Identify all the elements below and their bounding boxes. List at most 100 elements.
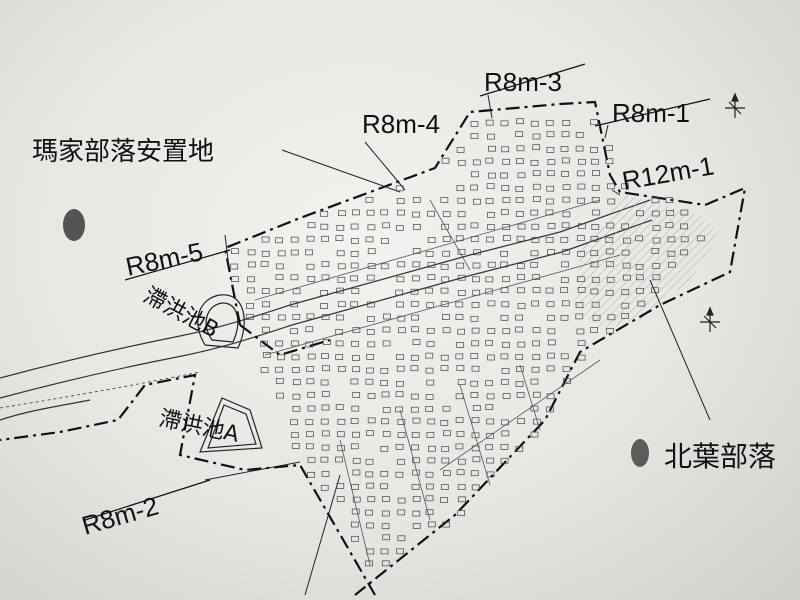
house-lot bbox=[231, 248, 239, 254]
house-lot bbox=[546, 393, 555, 400]
house-lot bbox=[365, 196, 374, 203]
house-lot bbox=[622, 262, 631, 269]
house-lot bbox=[665, 197, 674, 203]
house-lot bbox=[470, 353, 479, 359]
house-lot bbox=[562, 248, 571, 255]
house-lot bbox=[457, 328, 466, 335]
house-lot bbox=[307, 471, 315, 478]
house-lot bbox=[380, 380, 388, 386]
road-label-r8m-2: R8m-2 bbox=[78, 490, 161, 540]
house-lot bbox=[352, 469, 361, 476]
house-lot bbox=[605, 248, 614, 255]
house-lot bbox=[427, 457, 436, 464]
house-lot bbox=[320, 210, 329, 217]
house-lot bbox=[380, 368, 389, 374]
house-lot bbox=[576, 328, 585, 335]
house-lot bbox=[471, 302, 480, 308]
house-lot bbox=[500, 261, 508, 268]
house-lot bbox=[337, 263, 346, 270]
house-lot bbox=[500, 378, 509, 385]
house-lot bbox=[352, 496, 361, 503]
house-lot bbox=[412, 261, 421, 268]
house-lot bbox=[306, 313, 315, 320]
house-lot bbox=[621, 223, 630, 230]
house-lot bbox=[575, 313, 584, 320]
house-lot bbox=[651, 197, 660, 204]
house-lot bbox=[380, 209, 389, 216]
house-lot bbox=[320, 303, 328, 309]
house-lot bbox=[590, 235, 599, 242]
house-lot bbox=[471, 340, 480, 347]
house-lot bbox=[397, 419, 406, 425]
house-lot bbox=[262, 352, 271, 358]
house-lot bbox=[486, 236, 494, 243]
house-lot bbox=[275, 274, 284, 281]
house-lot bbox=[561, 300, 570, 307]
house-lot bbox=[531, 300, 539, 307]
house-lot bbox=[382, 496, 390, 502]
lot-grid bbox=[230, 118, 705, 567]
house-lot bbox=[411, 432, 420, 438]
house-lot bbox=[457, 248, 466, 255]
house-lot bbox=[515, 381, 524, 387]
house-lot bbox=[307, 391, 316, 398]
house-lot bbox=[485, 444, 494, 451]
house-lot bbox=[651, 287, 659, 294]
house-lot bbox=[532, 196, 541, 202]
house-lot bbox=[425, 406, 434, 412]
house-lot bbox=[426, 341, 435, 347]
house-lot bbox=[517, 287, 525, 294]
house-lot bbox=[471, 327, 480, 334]
house-lot bbox=[397, 209, 405, 216]
house-lot bbox=[530, 250, 539, 257]
house-lot bbox=[350, 275, 358, 282]
house-lot bbox=[427, 418, 436, 425]
house-lot bbox=[578, 158, 586, 165]
house-lot bbox=[442, 236, 451, 242]
house-lot bbox=[576, 235, 585, 241]
house-lot bbox=[307, 456, 316, 463]
house-lot bbox=[502, 224, 511, 230]
house-lot bbox=[635, 263, 644, 270]
house-lot bbox=[473, 198, 481, 205]
house-lot bbox=[606, 276, 615, 283]
house-lot bbox=[532, 274, 541, 280]
house-lot bbox=[261, 236, 270, 243]
house-lot bbox=[307, 276, 316, 282]
house-lot bbox=[561, 261, 569, 268]
house-lot bbox=[485, 157, 494, 164]
house-lot bbox=[531, 366, 540, 373]
house-lot bbox=[262, 326, 270, 333]
house-lot bbox=[605, 237, 614, 244]
house-lot bbox=[425, 471, 434, 478]
house-lot bbox=[440, 484, 449, 490]
house-lot bbox=[501, 146, 510, 153]
house-lot bbox=[306, 263, 315, 270]
house-lot bbox=[532, 183, 541, 190]
house-lot bbox=[530, 159, 539, 166]
house-lot bbox=[667, 236, 676, 243]
house-lot bbox=[517, 341, 526, 348]
house-lot bbox=[516, 392, 525, 398]
house-lot bbox=[366, 548, 375, 555]
house-lot bbox=[545, 237, 554, 243]
house-lot bbox=[590, 119, 598, 126]
house-lot bbox=[380, 263, 389, 270]
house-lot bbox=[470, 133, 479, 139]
house-lot bbox=[458, 496, 466, 503]
house-lot bbox=[516, 145, 525, 152]
house-lot bbox=[457, 274, 466, 281]
house-lot bbox=[410, 406, 419, 413]
house-lot bbox=[502, 158, 511, 165]
house-lot bbox=[546, 406, 554, 413]
house-lot bbox=[383, 313, 391, 320]
house-lot bbox=[456, 365, 465, 371]
house-lot bbox=[336, 483, 345, 489]
house-lot bbox=[501, 419, 509, 426]
house-lot bbox=[576, 276, 585, 283]
house-lot bbox=[635, 274, 644, 281]
house-lot bbox=[562, 184, 571, 191]
house-lot bbox=[321, 471, 330, 477]
house-lot bbox=[515, 211, 524, 217]
